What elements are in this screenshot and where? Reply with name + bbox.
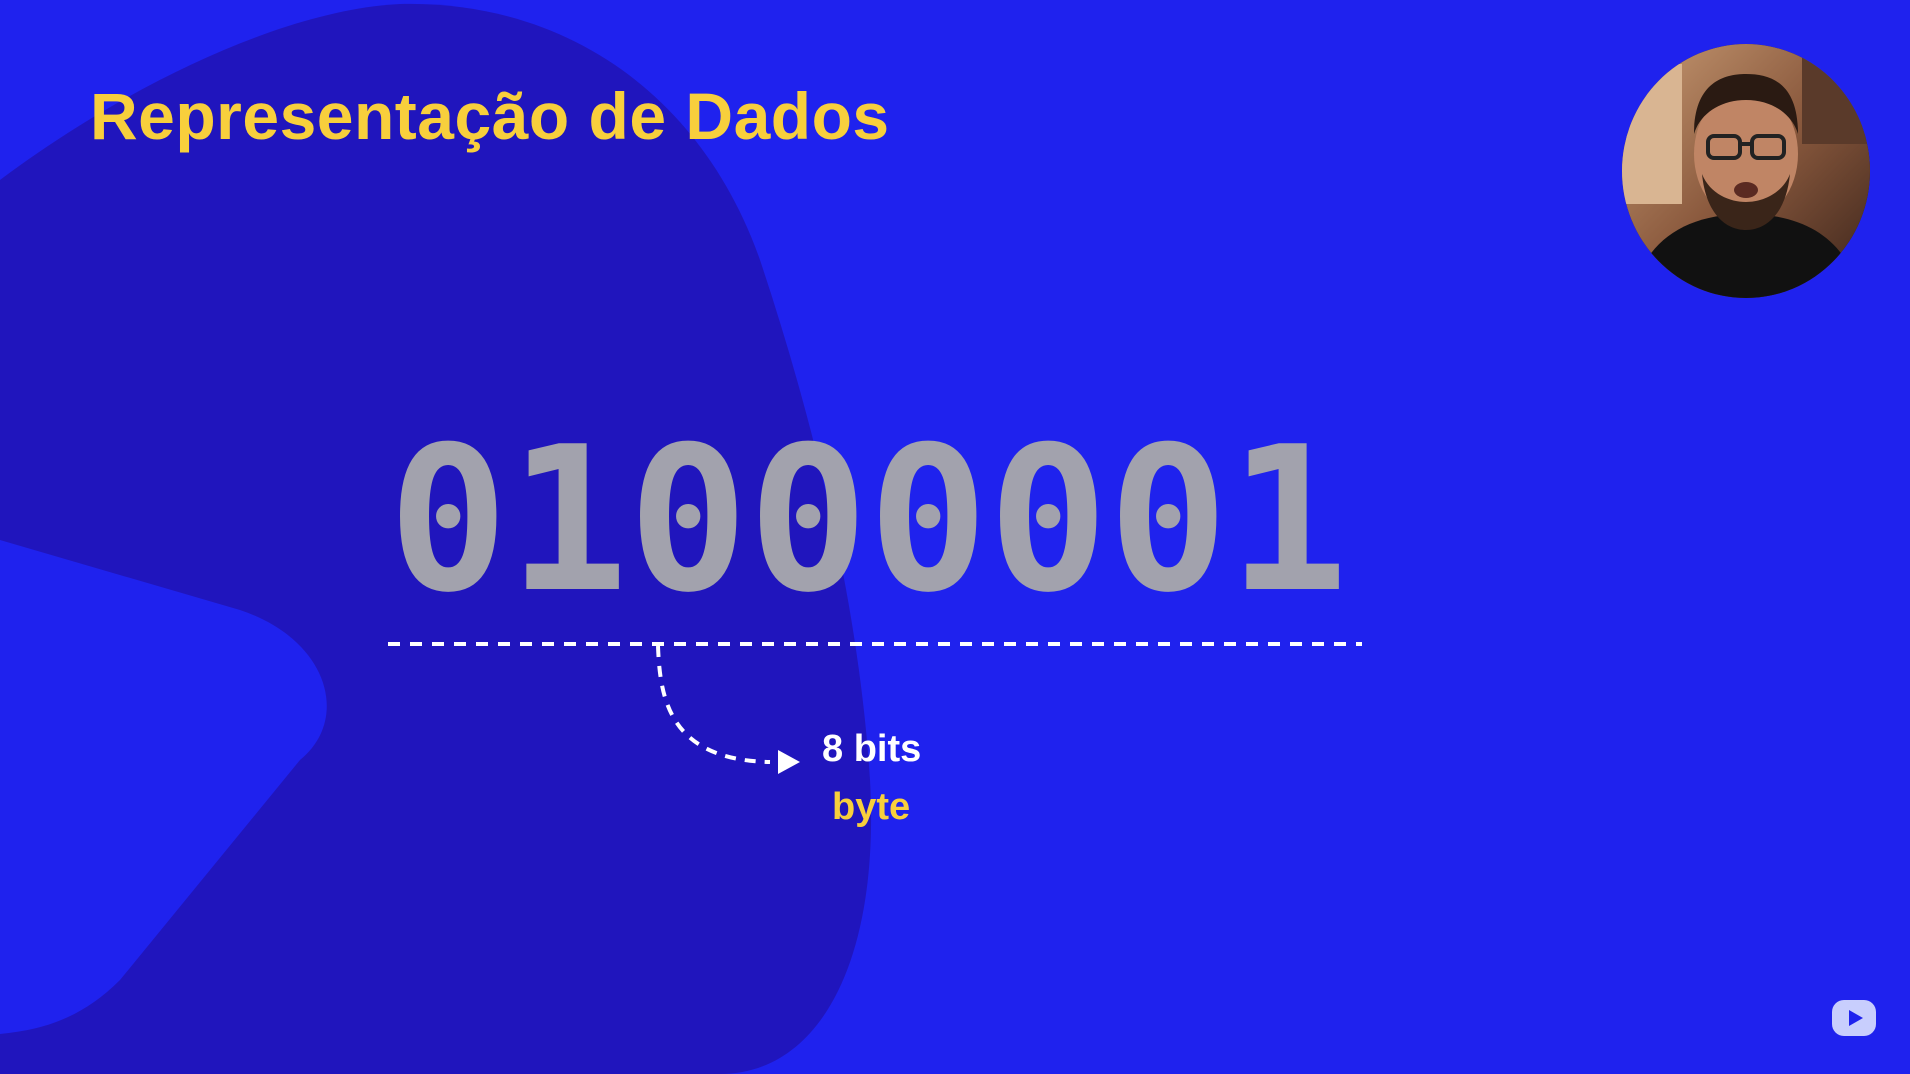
presenter-image [1622, 44, 1870, 298]
slide-title: Representação de Dados [90, 79, 890, 153]
binary-number: 0 1 0 0 0 0 0 1 [388, 416, 1348, 626]
presenter-webcam [1622, 44, 1870, 298]
binary-digit: 0 [628, 404, 749, 637]
byte-annotation: byte [832, 786, 911, 828]
play-logo-icon [1832, 1000, 1876, 1036]
binary-digit: 0 [868, 404, 989, 637]
binary-digit: 1 [508, 404, 629, 637]
bits-annotation: 8 bits [822, 728, 922, 770]
binary-digit: 0 [388, 404, 509, 637]
binary-digit: 1 [1228, 404, 1349, 637]
binary-digit: 0 [1108, 404, 1229, 637]
binary-digit: 0 [748, 404, 869, 637]
binary-digit: 0 [988, 404, 1109, 637]
